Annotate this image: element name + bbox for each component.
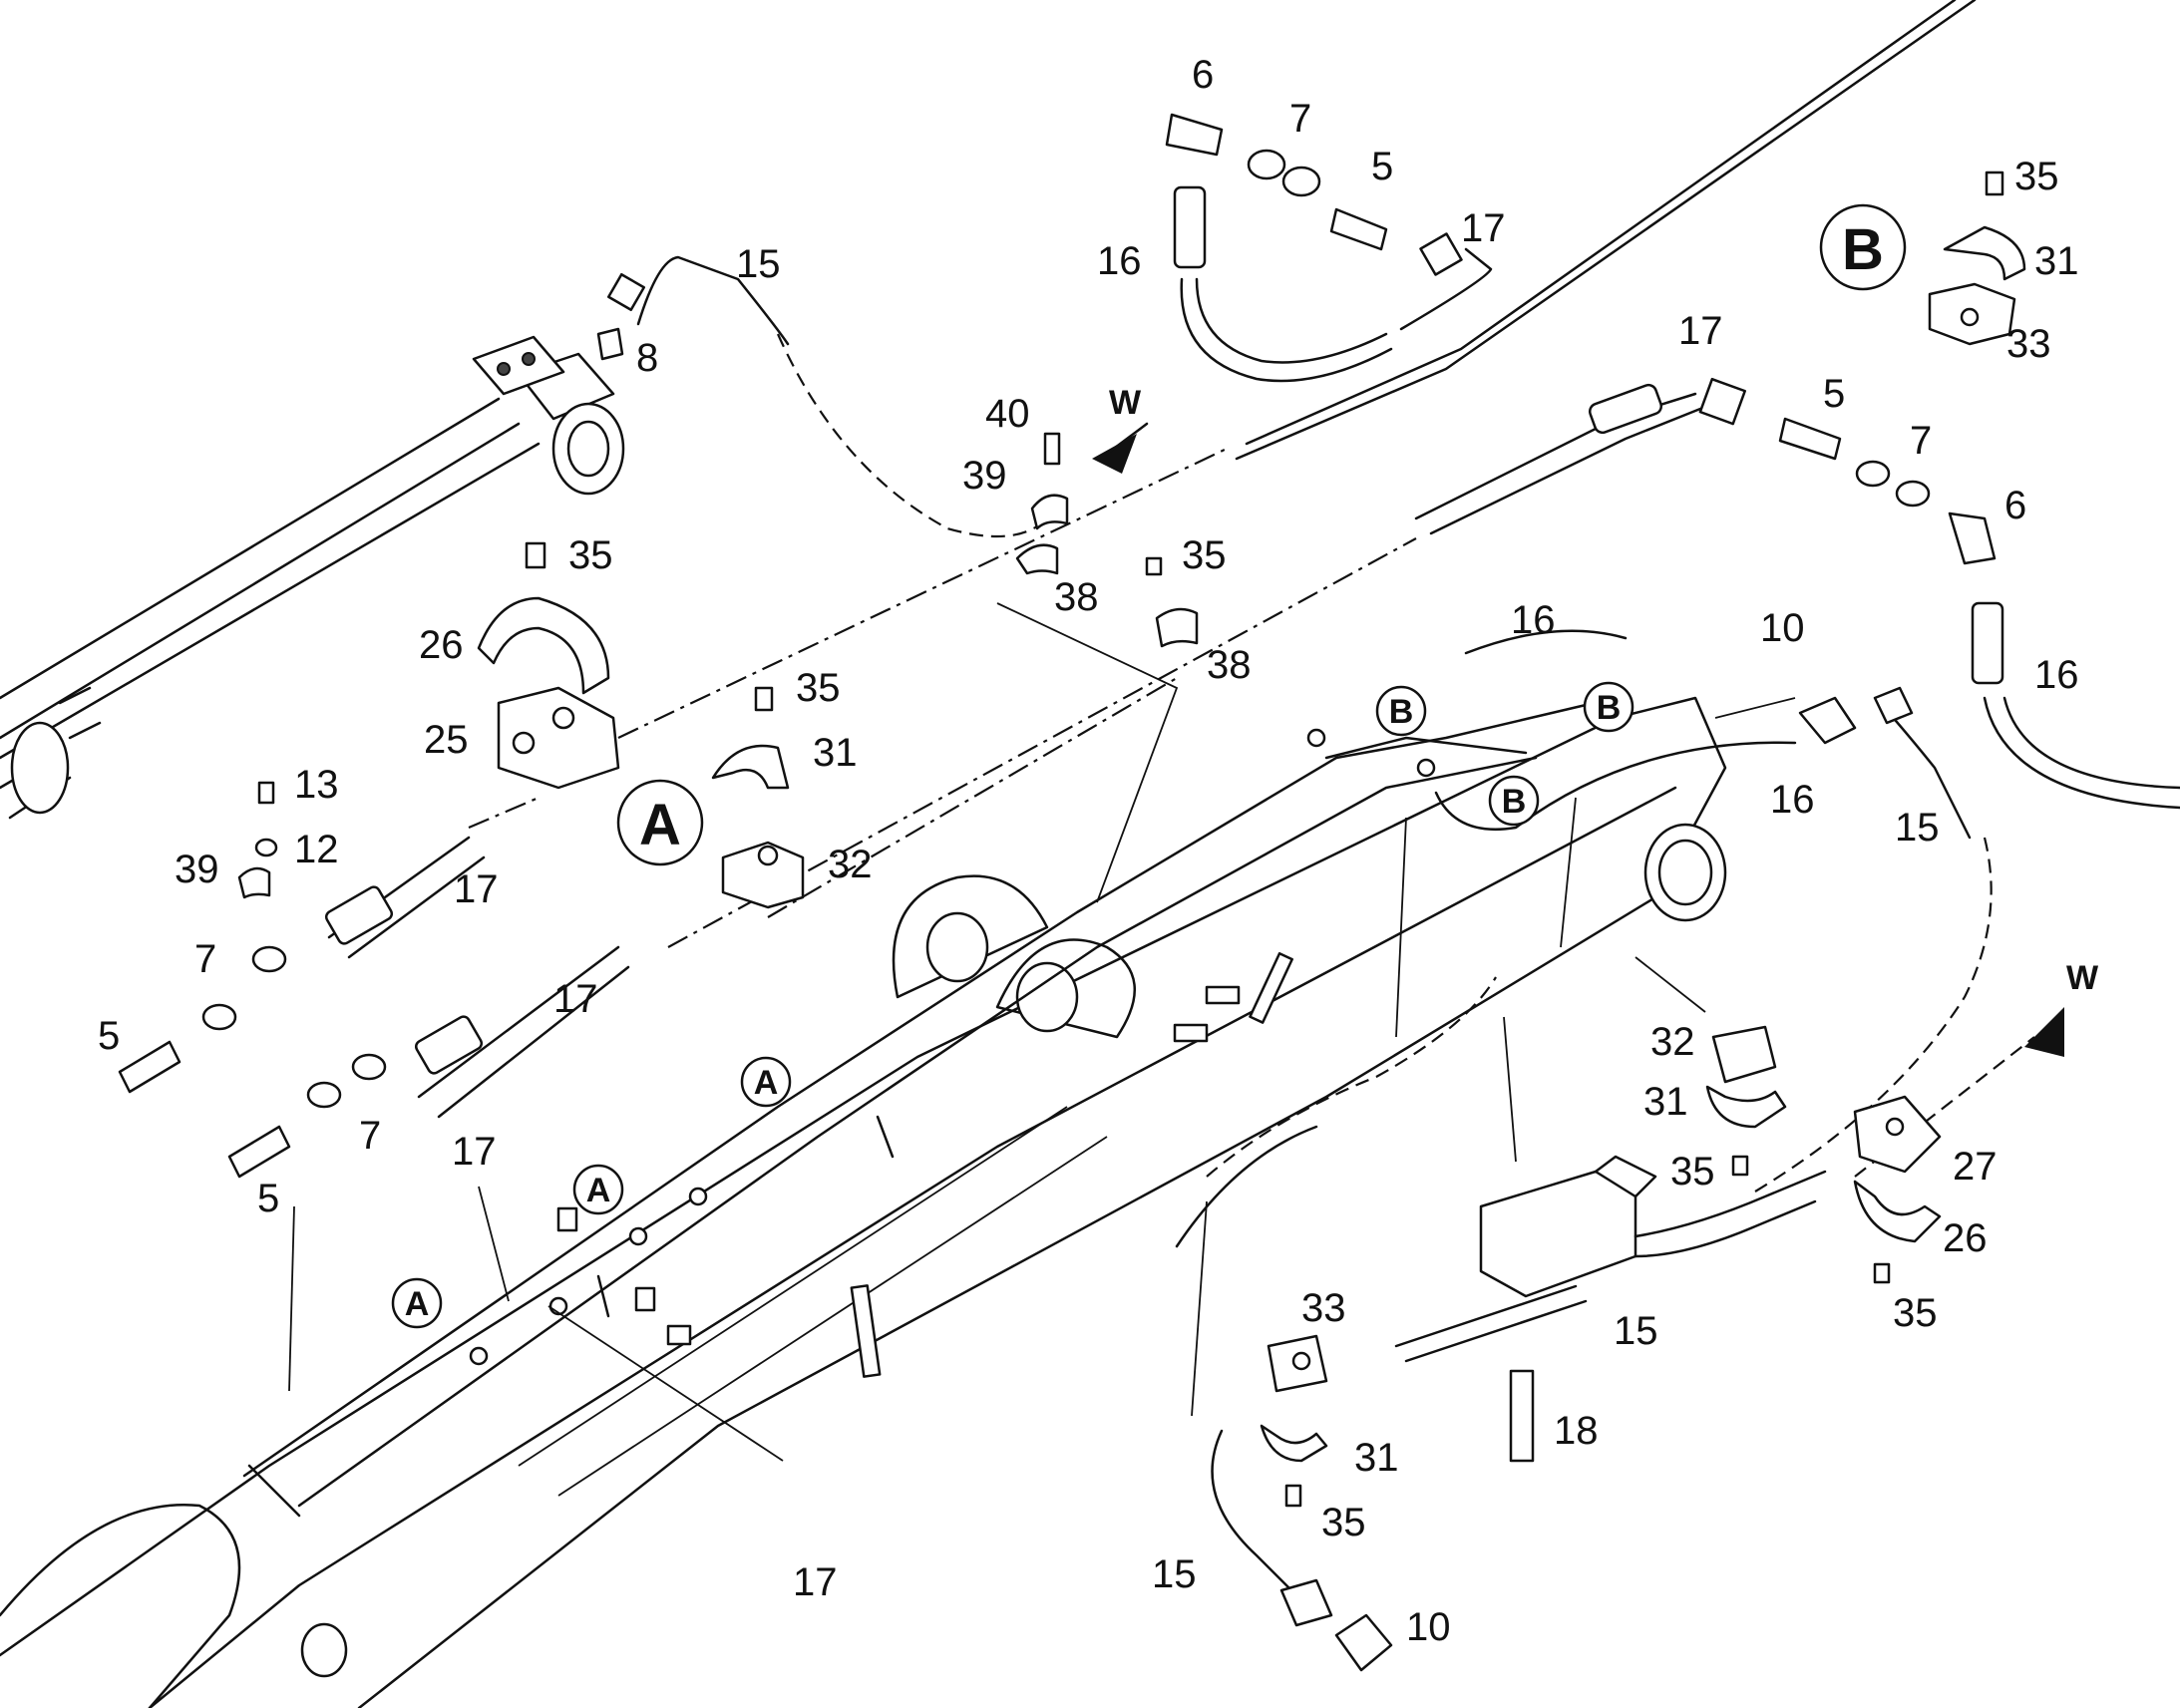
- callout-26: 26: [1943, 1216, 1988, 1260]
- boom-cylinder: [0, 335, 625, 820]
- callout-33: 33: [1301, 1286, 1346, 1330]
- view-w-label-1: W: [1109, 384, 1142, 422]
- callout-35: 35: [1893, 1291, 1938, 1335]
- callout-25: 25: [424, 718, 469, 762]
- view-arrows: [1092, 422, 2064, 1057]
- callout-32: 32: [1650, 1020, 1695, 1064]
- callout-18: 18: [1554, 1409, 1599, 1453]
- callout-26: 26: [419, 623, 464, 667]
- callout-31: 31: [813, 731, 858, 775]
- callout-17: 17: [452, 1130, 497, 1174]
- callout-7: 7: [1289, 97, 1311, 141]
- callout-15: 15: [1614, 1309, 1658, 1353]
- callout-35: 35: [796, 666, 841, 710]
- view-b-marker: [1819, 203, 1907, 291]
- callout-35: 35: [1670, 1150, 1715, 1194]
- ref-a-1: A: [405, 1285, 430, 1323]
- callout-33: 33: [2006, 322, 2051, 366]
- callout-17: 17: [454, 867, 499, 911]
- callout-17: 17: [553, 977, 598, 1021]
- callout-38: 38: [1054, 575, 1099, 619]
- callout-7: 7: [1910, 419, 1932, 463]
- callout-15: 15: [1895, 806, 1940, 850]
- view-w-label-2: W: [2066, 959, 2099, 997]
- ref-b-3: B: [1502, 783, 1527, 821]
- callout-labels: 6 7 5 17 16 15 8 40 39 38 35 26 25 35 38…: [98, 53, 2079, 1649]
- callout-6: 6: [2004, 484, 2026, 527]
- callout-17: 17: [1678, 309, 1723, 353]
- callout-38: 38: [1207, 643, 1252, 687]
- section-markers: A B A A A B B B W W: [391, 203, 2099, 1329]
- callout-32: 32: [828, 843, 873, 886]
- callout-35: 35: [2014, 155, 2059, 198]
- leader-lines: [288, 333, 2035, 1462]
- ref-b-2: B: [1597, 689, 1622, 727]
- callout-7: 7: [359, 1114, 381, 1158]
- callout-8: 8: [636, 336, 658, 380]
- callout-31: 31: [2034, 239, 2079, 283]
- boom-structure: [0, 696, 1727, 1708]
- callout-27: 27: [1953, 1145, 1998, 1189]
- ref-a-2: A: [586, 1172, 611, 1209]
- ref-b-1: B: [1389, 693, 1414, 731]
- callout-16: 16: [1770, 778, 1815, 822]
- callout-5: 5: [1823, 372, 1845, 416]
- view-a-marker: [616, 779, 704, 866]
- callout-7: 7: [194, 937, 216, 981]
- callout-12: 12: [294, 828, 339, 871]
- callout-35: 35: [1182, 533, 1227, 577]
- callout-5: 5: [257, 1177, 279, 1220]
- callout-5: 5: [98, 1014, 120, 1058]
- boom-hoses: [242, 629, 1797, 1508]
- callout-15: 15: [1152, 1552, 1197, 1596]
- callout-16: 16: [1097, 239, 1142, 283]
- view-a-label: A: [639, 793, 681, 857]
- ref-a-3: A: [754, 1064, 779, 1102]
- callout-35: 35: [568, 533, 613, 577]
- view-b-label: B: [1842, 217, 1884, 282]
- callout-6: 6: [1192, 53, 1214, 97]
- callout-13: 13: [294, 763, 339, 807]
- callout-16: 16: [1511, 598, 1556, 642]
- callout-40: 40: [985, 392, 1030, 436]
- callout-17: 17: [1461, 206, 1506, 250]
- callout-31: 31: [1354, 1436, 1399, 1480]
- callout-10: 10: [1406, 1605, 1451, 1649]
- callout-39: 39: [962, 454, 1007, 498]
- callout-5: 5: [1371, 145, 1393, 188]
- callout-31: 31: [1643, 1080, 1688, 1124]
- clamp-parts: [237, 171, 2026, 1508]
- valve-block: [1211, 686, 1972, 1672]
- callout-35: 35: [1321, 1501, 1366, 1544]
- callout-10: 10: [1760, 606, 1805, 650]
- callout-15: 15: [736, 242, 781, 286]
- callout-16: 16: [2034, 653, 2079, 697]
- callout-17: 17: [793, 1560, 838, 1604]
- callout-39: 39: [175, 848, 219, 891]
- upper-hoses: [118, 0, 2180, 1179]
